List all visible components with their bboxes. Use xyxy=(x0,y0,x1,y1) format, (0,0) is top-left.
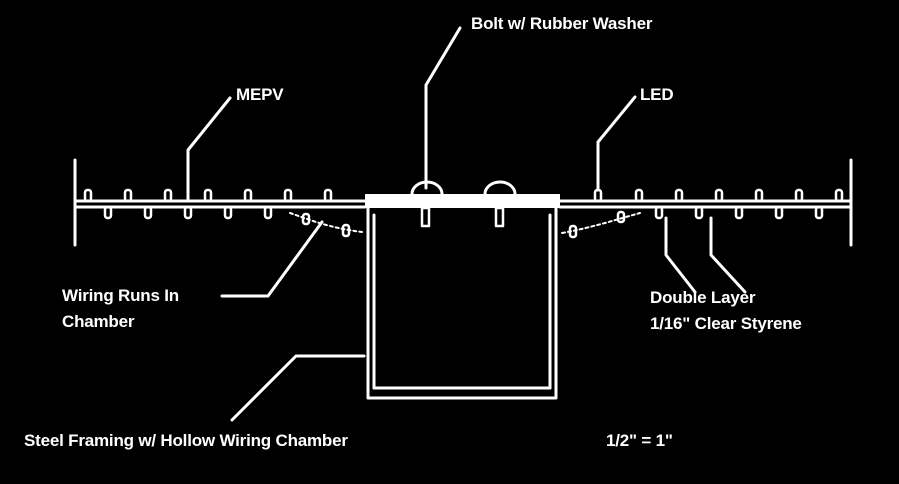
led-light xyxy=(674,188,684,203)
mepv-light xyxy=(243,188,253,203)
led-light xyxy=(754,188,764,203)
wire-connector-right xyxy=(616,210,626,224)
led-light xyxy=(634,188,644,203)
top-plate xyxy=(365,194,560,208)
label-scale: 1/2" = 1" xyxy=(606,431,673,450)
wiring-run-right xyxy=(561,212,641,234)
mepv-light xyxy=(83,188,93,203)
leader-styrene-b xyxy=(709,216,747,294)
wire-connector-right xyxy=(568,224,578,239)
bolt-shank-right xyxy=(494,206,505,228)
led-light xyxy=(694,205,704,220)
leader-led xyxy=(596,95,637,192)
bolt-shank-left xyxy=(420,206,431,228)
leader-wiring xyxy=(220,220,324,298)
led-light xyxy=(774,205,784,220)
wiring-run-left xyxy=(289,212,363,233)
mepv-light xyxy=(223,205,233,220)
leader-styrene-a xyxy=(664,216,697,294)
label-double-layer-line1: Double Layer xyxy=(650,288,756,307)
led-light xyxy=(654,205,664,220)
mepv-light xyxy=(123,188,133,203)
steel-framing-chamber xyxy=(366,206,558,400)
led-light xyxy=(834,188,844,203)
label-wiring-runs-line1: Wiring Runs In xyxy=(62,286,179,305)
bolt-washer-right xyxy=(483,180,517,196)
wire-connector-left xyxy=(341,223,351,238)
mepv-light xyxy=(283,188,293,203)
mepv-light xyxy=(103,205,113,220)
mepv-light xyxy=(203,188,213,203)
wire-connector-left xyxy=(301,212,311,226)
label-led: LED xyxy=(640,85,674,104)
led-light xyxy=(734,205,744,220)
led-light xyxy=(814,205,824,220)
led-light xyxy=(794,188,804,203)
mepv-light xyxy=(323,188,333,203)
leader-mepv xyxy=(186,96,232,201)
leader-framing xyxy=(230,354,366,422)
leader-bolt xyxy=(424,26,462,190)
mepv-light xyxy=(263,205,273,220)
label-bolt-washer: Bolt w/ Rubber Washer xyxy=(471,14,653,33)
mepv-light xyxy=(143,205,153,220)
mepv-light xyxy=(183,205,193,220)
label-steel-framing: Steel Framing w/ Hollow Wiring Chamber xyxy=(24,431,348,450)
led-light xyxy=(593,188,603,203)
label-mepv: MEPV xyxy=(236,85,284,104)
label-double-layer-line2: 1/16" Clear Styrene xyxy=(650,314,802,333)
label-wiring-runs-line2: Chamber xyxy=(62,312,135,331)
led-light xyxy=(714,188,724,203)
mepv-light xyxy=(163,188,173,203)
